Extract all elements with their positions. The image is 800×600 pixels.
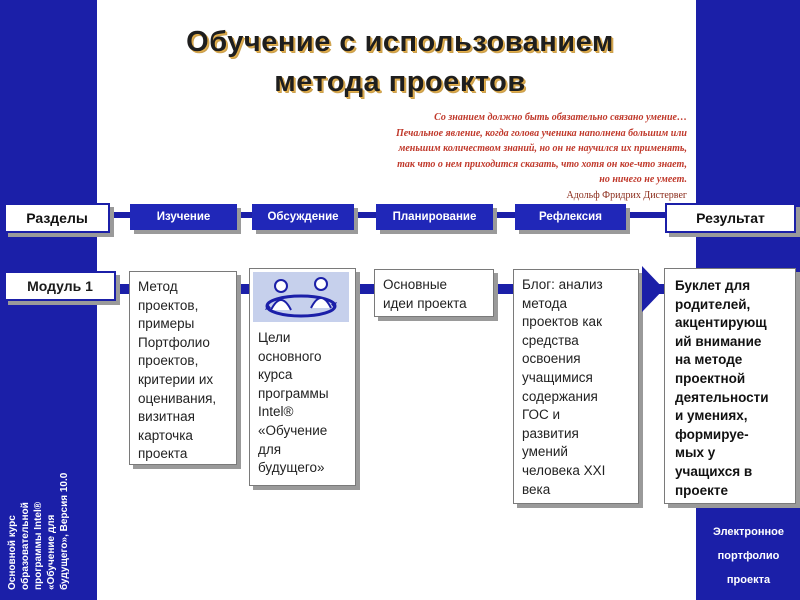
card-line: проектной xyxy=(675,370,746,386)
card-planning: Основные идеи проекта xyxy=(374,269,494,317)
header-discussion: Обсуждение xyxy=(252,204,354,230)
card-line: на методе xyxy=(675,352,743,368)
card-line: человека XXI xyxy=(522,462,606,478)
card-line: проектов, xyxy=(138,297,199,313)
header-result: Результат xyxy=(665,203,796,233)
card-line: освоения xyxy=(522,351,581,367)
card-line: визитная xyxy=(138,409,195,425)
card-line: «Обучение xyxy=(258,422,328,438)
slide-title: Обучение с использованием метода проекто… xyxy=(100,22,700,102)
card-line: развития xyxy=(522,425,579,441)
caption-line: образовательной xyxy=(20,502,31,590)
card-line: учащихся в xyxy=(675,463,753,479)
card-line: средства xyxy=(522,332,579,348)
card-line: мых у xyxy=(675,445,716,461)
card-line: деятельности xyxy=(675,389,769,405)
card-line: для xyxy=(258,441,282,457)
card-line: ГОС и xyxy=(522,407,561,423)
quote-line: но ничего не умеет. xyxy=(599,174,687,185)
card-line: акцентирующ xyxy=(675,315,767,331)
card-line: Intel® xyxy=(258,404,294,420)
card-line: Портфолио xyxy=(138,334,210,350)
header-planning: Планирование xyxy=(376,204,493,230)
card-line: карточка xyxy=(138,427,193,443)
card-line: Блог: анализ xyxy=(522,277,603,292)
card-line: Метод xyxy=(138,279,178,294)
card-line: ий внимание xyxy=(675,333,762,349)
caption-line: «Обучение для xyxy=(46,514,57,590)
electronic-portfolio-label: Электронное портфолио проекта xyxy=(697,520,800,592)
title-line-1: Обучение с использованием xyxy=(186,26,614,58)
card-line: курса xyxy=(258,367,293,383)
card-study: Метод проектов, примеры Портфолио проект… xyxy=(129,271,237,465)
collaboration-illustration xyxy=(253,272,349,322)
card-line: проектов, xyxy=(138,353,199,369)
caption-line: будущего», Версия 10.0 xyxy=(59,472,70,590)
card-line: формируе- xyxy=(675,426,749,442)
card-line: оценивания, xyxy=(138,390,217,406)
course-vertical-caption: Основной курс образовательной программы … xyxy=(6,473,71,590)
epigraph-quote: Со знанием должно быть обязательно связа… xyxy=(260,110,687,203)
card-line: учащимися xyxy=(522,369,593,385)
card-line: умений xyxy=(522,444,568,460)
caption-line: Основной курс xyxy=(7,515,18,590)
module-label: Модуль 1 xyxy=(4,271,116,301)
card-line: будущего» xyxy=(258,460,325,476)
card-line: проекте xyxy=(675,482,729,498)
card-line: века xyxy=(522,481,551,497)
card-line: содержания xyxy=(522,388,598,404)
result-arrow-icon xyxy=(642,266,664,312)
caption-line: программы Intel® xyxy=(33,501,44,590)
card-line: программы xyxy=(258,385,329,401)
card-line: Основные xyxy=(383,277,448,292)
card-line: метода xyxy=(522,295,567,311)
card-result: Буклет для родителей, акцентирующ ий вни… xyxy=(664,268,796,504)
quote-line: Со знанием должно быть обязательно связа… xyxy=(434,112,687,123)
quote-author: Адольф Фридрих Дистервег xyxy=(566,189,687,201)
header-study: Изучение xyxy=(130,204,237,230)
card-line: проекта xyxy=(138,446,188,462)
people-cycle-icon xyxy=(265,277,337,318)
title-line-2: метода проектов xyxy=(274,66,526,98)
card-line: критерии их xyxy=(138,371,214,387)
card-line: родителей, xyxy=(675,296,751,312)
portfolio-line: портфолио xyxy=(717,550,780,562)
header-sections: Разделы xyxy=(4,203,110,233)
portfolio-line: проекта xyxy=(726,574,771,586)
card-line: идеи проекта xyxy=(383,295,467,311)
card-line: и умениях, xyxy=(675,408,748,424)
card-line: Буклет для xyxy=(675,278,751,293)
quote-line: меньшим количеством знаний, но он не нау… xyxy=(398,143,687,154)
card-reflection: Блог: анализ метода проектов как средств… xyxy=(513,269,639,504)
card-line: основного xyxy=(258,348,322,364)
card-line: проектов как xyxy=(522,314,602,330)
card-line: Цели xyxy=(258,330,291,345)
header-reflection: Рефлексия xyxy=(515,204,626,230)
portfolio-line: Электронное xyxy=(713,526,784,538)
quote-line: так что о нем приходится сказать, что хо… xyxy=(397,158,687,170)
card-line: примеры xyxy=(138,316,195,332)
quote-line: Печальное явление, когда голова ученика … xyxy=(396,127,687,139)
